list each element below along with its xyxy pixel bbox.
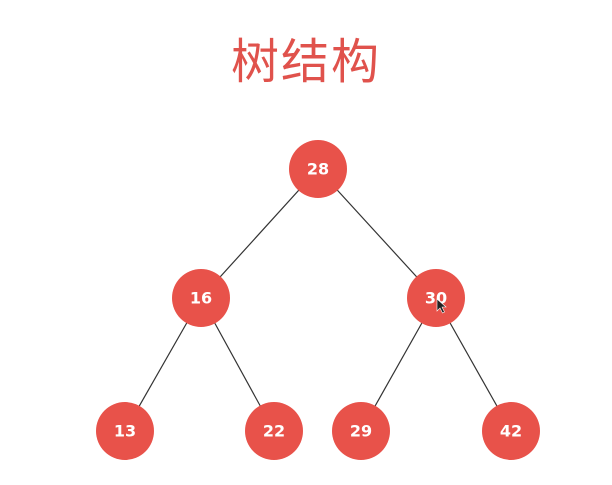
node-label: 22: [263, 422, 285, 441]
tree-node-22: 22: [245, 402, 303, 460]
page-title: 树结构: [230, 34, 381, 90]
tree-node-30: 30: [407, 269, 465, 327]
node-label: 16: [190, 289, 212, 308]
edge-28-16: [200, 168, 319, 299]
tree-node-28: 28: [289, 140, 347, 198]
node-circle: [482, 402, 540, 460]
tree-node-13: 13: [96, 402, 154, 460]
tree-node-29: 29: [332, 402, 390, 460]
node-circle: [96, 402, 154, 460]
node-circle: [172, 269, 230, 327]
node-circle: [245, 402, 303, 460]
node-label: 13: [114, 422, 136, 441]
tree-node-16: 16: [172, 269, 230, 327]
node-label: 28: [307, 160, 329, 179]
node-circle: [332, 402, 390, 460]
mouse-pointer-icon: [436, 298, 447, 314]
node-label: 42: [500, 422, 522, 441]
node-label: 29: [350, 422, 372, 441]
node-circle: [289, 140, 347, 198]
node-circle: [407, 269, 465, 327]
edge-28-30: [317, 168, 437, 299]
tree-node-42: 42: [482, 402, 540, 460]
